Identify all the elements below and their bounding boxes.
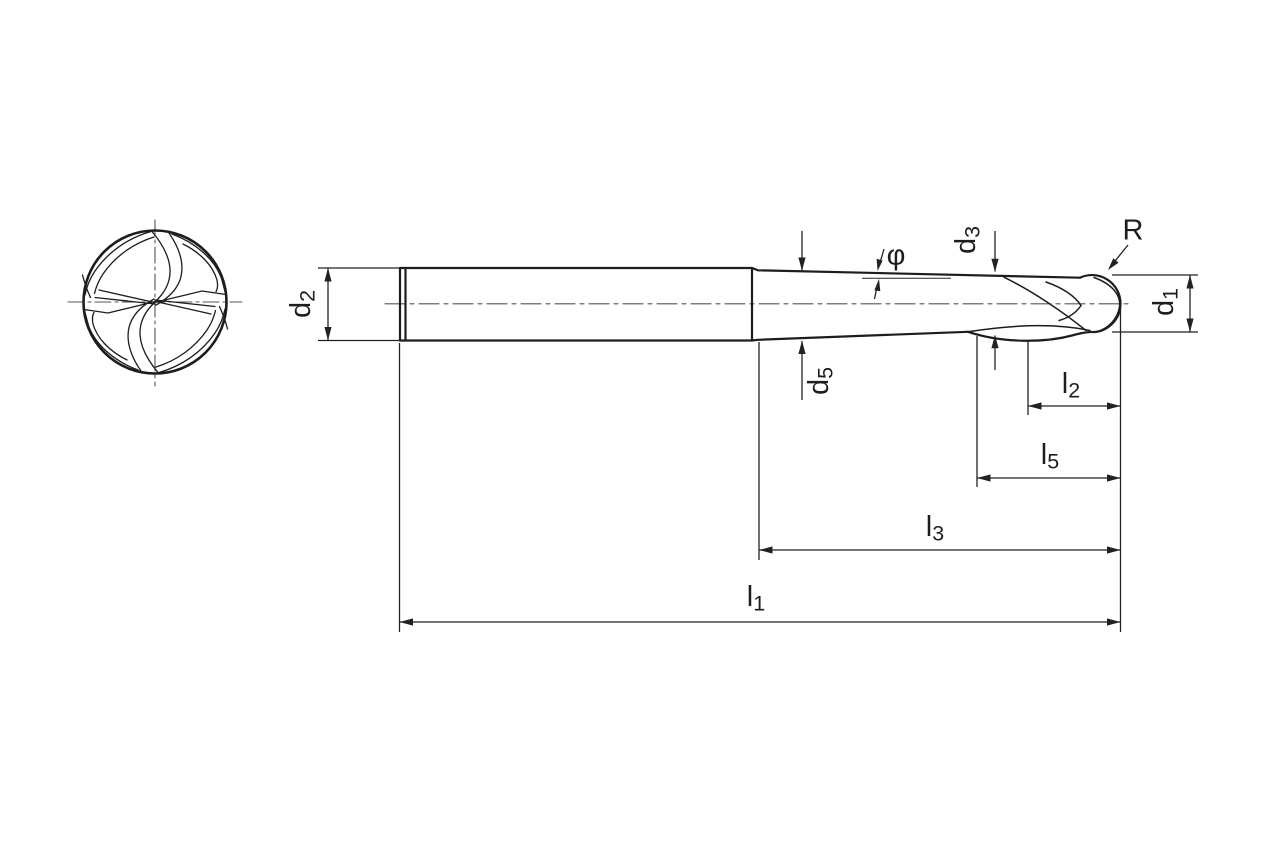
end-view-outline-circle: [82, 229, 228, 375]
dimension-l5: [977, 474, 1121, 482]
length-extension-lines: [398, 308, 1122, 632]
end-view: [67, 219, 243, 387]
dimension-l3: [759, 546, 1121, 554]
dim-label-d3: d3: [949, 225, 985, 255]
dim-label-l3: l3: [925, 510, 945, 546]
dim-label-l1: l1: [746, 580, 766, 616]
dim-label-l2: l2: [1061, 367, 1081, 403]
dimension-d3: [991, 231, 999, 370]
dimensions: [318, 231, 1198, 632]
dim-label-d5: d5: [802, 366, 838, 396]
taper-neck-outline: [750, 266, 1082, 342]
dimension-d2: [318, 267, 400, 342]
dim-label-d2: d2: [284, 289, 320, 319]
dim-label-l5: l5: [1040, 438, 1060, 474]
shank-outline: [398, 266, 754, 342]
end-view-flutes: [81, 230, 229, 374]
dimension-l1: [399, 618, 1121, 626]
dimension-radius-leader: [1108, 244, 1129, 270]
dim-label-d1: d1: [1147, 287, 1183, 317]
dimension-d5: [798, 231, 806, 400]
dim-label-phi: φ: [886, 239, 906, 272]
dimension-phi: [862, 248, 951, 300]
side-view: [384, 266, 1134, 342]
dimension-l2: [1028, 402, 1121, 410]
flute-detail-lines: [967, 276, 1121, 333]
dim-label-radius: R: [1122, 214, 1144, 247]
dimension-d1: [1112, 274, 1198, 333]
